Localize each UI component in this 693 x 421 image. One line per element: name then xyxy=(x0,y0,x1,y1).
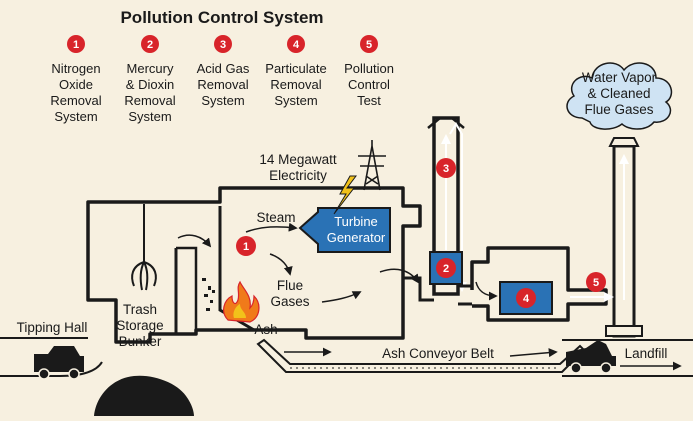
legend-5-line-2: Control xyxy=(348,77,390,92)
hopper-arrow xyxy=(177,234,212,248)
exhaust-stack xyxy=(605,137,643,338)
marker-4 xyxy=(516,288,536,308)
marker-3 xyxy=(436,158,456,178)
legend-1-line-3: Removal xyxy=(50,93,101,108)
legend-marker-2-num: 2 xyxy=(147,39,153,51)
marker-2-num: 2 xyxy=(443,263,449,275)
legend-item-3: 3 Acid Gas Removal System xyxy=(197,35,250,108)
legend-2-line-4: System xyxy=(128,109,171,124)
legend-item-4: 4 Particulate Removal System xyxy=(265,35,327,108)
landfill-ground xyxy=(562,339,693,377)
electricity-label-line-2: Electricity xyxy=(269,168,327,183)
legend-2-line-3: Removal xyxy=(124,93,175,108)
ground-line xyxy=(0,337,150,343)
marker-2 xyxy=(436,258,456,278)
marker-1-num: 1 xyxy=(243,241,249,253)
legend-4-line-3: System xyxy=(274,93,317,108)
legend-3-line-2: Removal xyxy=(197,77,248,92)
legend-4-line-1: Particulate xyxy=(265,61,326,76)
legend-2-line-1: Mercury xyxy=(127,61,174,76)
flue-arrow-up xyxy=(269,253,293,276)
furnace-wall xyxy=(218,206,255,332)
cloud-icon xyxy=(566,62,673,130)
tipping-hall-label: Tipping Hall xyxy=(17,320,88,335)
marker-4-num: 4 xyxy=(523,293,530,305)
marker-1 xyxy=(236,236,256,256)
trash-pieces xyxy=(202,278,215,311)
steam-label: Steam xyxy=(256,210,295,225)
stack-output-line-2: & Cleaned xyxy=(587,86,650,101)
legend-marker-3 xyxy=(214,35,232,53)
trash-storage-line-2: Storage xyxy=(116,318,163,333)
legend-marker-1 xyxy=(67,35,85,53)
ash-conveyor-label: Ash Conveyor Belt xyxy=(382,346,494,361)
ash-label: Ash xyxy=(254,322,277,337)
flue-gases-line-2: Gases xyxy=(270,294,309,309)
dump-truck-icon xyxy=(34,346,84,380)
steam-arrow xyxy=(245,222,298,233)
flue-gases-line-1: Flue xyxy=(277,278,303,293)
legend-4-line-2: Removal xyxy=(270,77,321,92)
legend: 1 Nitrogen Oxide Removal System 2 Mercur… xyxy=(50,35,394,124)
dump-truck-icon xyxy=(566,340,616,374)
marker-3-num: 3 xyxy=(443,163,449,175)
lightning-bolt-icon xyxy=(333,175,357,215)
legend-item-1: 1 Nitrogen Oxide Removal System xyxy=(50,35,102,124)
legend-marker-4-num: 4 xyxy=(293,39,300,51)
legend-1-line-2: Oxide xyxy=(59,77,93,92)
marker-5-num: 5 xyxy=(593,277,599,289)
legend-5-line-1: Pollution xyxy=(344,61,394,76)
legend-1-line-1: Nitrogen xyxy=(51,61,100,76)
ash-arrow-2 xyxy=(509,348,558,358)
flue-arrow-to-particulate xyxy=(475,281,498,301)
legend-marker-4 xyxy=(287,35,305,53)
legend-marker-1-num: 1 xyxy=(73,39,79,51)
claw-crane-icon xyxy=(131,204,157,291)
legend-marker-2 xyxy=(141,35,159,53)
landfill-label: Landfill xyxy=(625,346,668,361)
trash-pit xyxy=(94,375,194,416)
diagram-title: Pollution Control System xyxy=(120,8,323,27)
power-tower-icon xyxy=(358,140,386,191)
electricity-label-line-1: 14 Megawatt xyxy=(259,152,337,167)
legend-marker-5 xyxy=(360,35,378,53)
marker-5 xyxy=(586,272,606,292)
stack-output-line-1: Water Vapor xyxy=(582,70,657,85)
fire-icon xyxy=(223,280,260,323)
turbine-label-line-2: Generator xyxy=(327,230,386,245)
legend-3-line-1: Acid Gas xyxy=(197,61,250,76)
legend-marker-5-num: 5 xyxy=(366,39,372,51)
flue-arrow-to-tower xyxy=(379,268,419,284)
flue-arrow-right xyxy=(321,291,362,303)
legend-1-line-4: System xyxy=(54,109,97,124)
duct-from-tower xyxy=(458,284,472,306)
hopper-chute xyxy=(176,246,198,334)
legend-item-5: 5 Pollution Control Test xyxy=(344,35,394,108)
legend-3-line-3: System xyxy=(201,93,244,108)
turbine-generator xyxy=(298,207,391,253)
trash-storage-line-1: Trash xyxy=(123,302,157,317)
legend-marker-3-num: 3 xyxy=(220,39,226,51)
fire-core xyxy=(233,304,246,318)
legend-5-line-3: Test xyxy=(357,93,381,108)
legend-item-2: 2 Mercury & Dioxin Removal System xyxy=(124,35,176,124)
legend-2-line-2: & Dioxin xyxy=(126,77,174,92)
stack-output-line-3: Flue Gases xyxy=(584,102,653,117)
turbine-label-line-1: Turbine xyxy=(334,214,378,229)
tipping-hall-ramp xyxy=(0,361,103,377)
